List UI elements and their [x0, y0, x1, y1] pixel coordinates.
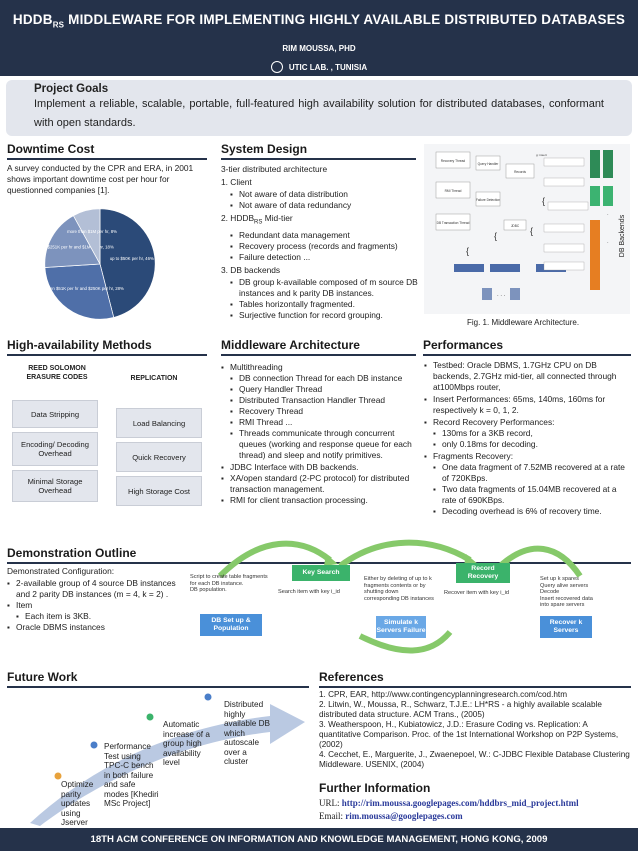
svg-text:Query Handler: Query Handler	[478, 162, 500, 166]
svg-text:{: {	[530, 226, 533, 236]
svg-text:·: ·	[607, 212, 609, 218]
ha-col-reed-solomon: REED SOLOMON ERASURE CODES	[26, 365, 88, 381]
svg-text:{: {	[466, 246, 469, 256]
ha-title: High-availability Methods	[7, 338, 152, 352]
svg-text:JDBC: JDBC	[511, 224, 520, 228]
further-info-title: Further Information	[319, 781, 431, 795]
pie-slice	[44, 215, 101, 268]
figure-caption: Fig. 1. Middleware Architecture.	[467, 318, 580, 327]
further-info: URL: http://rim.moussa.googlepages.com/h…	[319, 798, 579, 821]
future-item-1: Optimize parity updates using Jserver	[61, 780, 94, 827]
svg-text:·: ·	[607, 240, 609, 246]
step-key-search: Key Search	[292, 565, 350, 581]
step-record-recovery: Record Recovery	[456, 563, 510, 583]
project-url-link[interactable]: http://rim.moussa.googlepages.com/hddbrs…	[341, 798, 579, 808]
downtime-pie-chart: up to $50K per hr, 46% between $51K per h…	[40, 208, 156, 320]
svg-text:Recovery Thread: Recovery Thread	[441, 159, 466, 163]
affiliation: UTIC LAB. , TUNISIA	[0, 60, 638, 74]
svg-text:DB Transaction Thread: DB Transaction Thread	[437, 221, 470, 225]
ha-right-2: Quick Recovery	[116, 442, 202, 472]
poster-footer: 18TH ACM CONFERENCE ON INFORMATION AND K…	[0, 828, 638, 851]
note-setup: Script to create table fragments for eac…	[190, 574, 268, 593]
downtime-text: A survey conducted by the CPR and ERA, i…	[7, 163, 194, 195]
svg-text:Records: Records	[514, 170, 526, 174]
ha-left-3: Minimal Storage Overhead	[12, 470, 98, 502]
future-item-4: Distributed highly available DB which au…	[224, 700, 270, 766]
future-arrow	[30, 693, 305, 826]
demo-title: Demonstration Outline	[7, 546, 137, 560]
ha-left-2: Encoding/ Decoding Overhead	[12, 432, 98, 466]
svg-text:g: insert: g: insert	[536, 153, 547, 157]
ha-left-1: Data Stripping	[12, 400, 98, 428]
email-link[interactable]: rim.moussa@googlepages.com	[345, 811, 463, 821]
goals-title: Project Goals	[34, 83, 109, 95]
pie-slice	[72, 208, 101, 265]
note-key-search: Search item with key i_id	[278, 589, 340, 595]
references-list: 1. CPR, EAR, http://www.contingencyplann…	[319, 690, 630, 769]
svg-text:RMI Thread: RMI Thread	[445, 189, 462, 193]
demo-config: Demonstrated Configuration: 2-available …	[7, 566, 177, 633]
pie-slice	[99, 208, 156, 318]
downtime-title: Downtime Cost	[7, 142, 95, 156]
future-title: Future Work	[7, 670, 78, 684]
pie-slice-label: up to $50K per hr, 46%	[110, 256, 154, 261]
pie-slice-label: more than $1M per hr, 8%	[67, 229, 117, 234]
note-record-recovery: Recover item with key i_id	[444, 590, 509, 596]
poster-header: HDDBRS MIDDLEWARE FOR IMPLEMENTING HIGHL…	[0, 0, 638, 76]
svg-text:{: {	[494, 231, 497, 241]
future-item-2: Performance Test using TPC-C bench in bo…	[104, 742, 159, 808]
system-title: System Design	[221, 142, 308, 156]
performances-body: Testbed: Oracle DBMS, 1.7GHz CPU on DB b…	[424, 360, 630, 517]
utic-logo-icon	[270, 60, 283, 73]
note-simulate: Either by deleting of up to k fragments …	[364, 576, 434, 602]
references-title: References	[319, 670, 384, 684]
project-goals: Project Goals Implement a reliable, scal…	[6, 80, 632, 136]
goals-text: Implement a reliable, scalable, portable…	[34, 98, 604, 129]
svg-text:. . .: . . .	[497, 292, 506, 298]
middleware-title: Middleware Architecture	[221, 338, 360, 352]
svg-text:{: {	[542, 196, 545, 206]
future-item-3: Automatic increase of a group high avail…	[163, 720, 210, 767]
db-backends-label: DB Backends	[619, 214, 626, 257]
ha-right-3: High Storage Cost	[116, 476, 202, 506]
pie-slice	[44, 263, 115, 320]
author: RIM MOUSSA, PHD	[282, 43, 356, 53]
middleware-body: Multithreading DB connection Thread for …	[221, 362, 418, 506]
middleware-architecture-figure: Recovery Thread RMI Thread DB Transactio…	[424, 144, 630, 314]
poster-title: HDDBRS MIDDLEWARE FOR IMPLEMENTING HIGHL…	[12, 12, 626, 30]
performances-title: Performances	[423, 338, 504, 352]
pie-slice-label: between $251K per hr and $1M per hr, 18%	[40, 245, 114, 250]
system-design-body: 3-tier distributed architecture 1. Clien…	[221, 164, 421, 321]
demo-flow-arrows	[217, 539, 583, 654]
ha-right-1: Load Balancing	[116, 408, 202, 438]
ha-col-replication: REPLICATION	[130, 375, 178, 382]
svg-text:Failure Detection: Failure Detection	[476, 198, 500, 202]
step-recover-servers: Recover k Servers	[540, 616, 592, 638]
step-setup: DB Set up & Population	[200, 614, 262, 636]
pie-slice-label: between $51K per hr and $250K per hr, 28…	[40, 286, 124, 291]
step-simulate-failure: Simulate k Servers Failure	[376, 616, 426, 638]
